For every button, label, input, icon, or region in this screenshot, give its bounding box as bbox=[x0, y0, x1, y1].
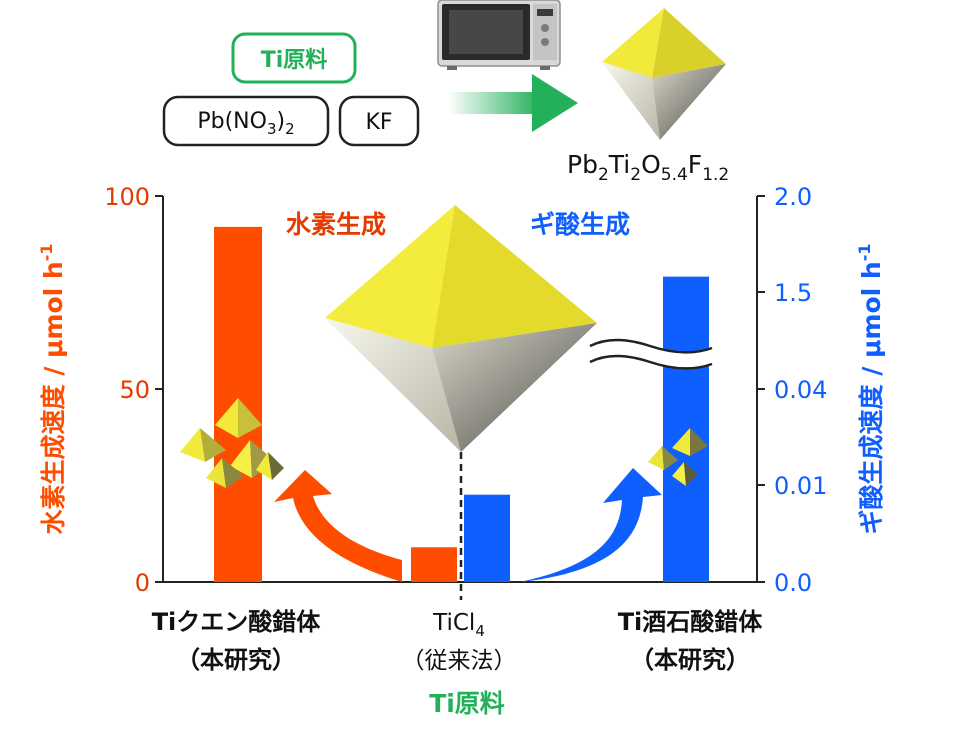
reagent-kf-box bbox=[338, 95, 420, 147]
green-arrow-icon bbox=[448, 74, 578, 132]
right-tick-label: 2.0 bbox=[774, 183, 812, 211]
reagent-pb-nitrate-box bbox=[162, 95, 330, 147]
category-labels: Tiクエン酸錯体 （本研究） TiCl4 （従来法） Ti酒石酸錯体 （本研究） bbox=[152, 608, 764, 674]
crystal-cluster-icon bbox=[180, 398, 284, 488]
category-sub-tartrate: （本研究） bbox=[630, 646, 750, 674]
right-tick-label: 0.0 bbox=[774, 569, 812, 597]
synthesis-scheme: Ti原料 Pb(NO3)2 KF Pb2Ti bbox=[162, 0, 729, 185]
category-label-ticl4: TiCl4 bbox=[432, 610, 485, 640]
h2-series-title: 水素生成 bbox=[286, 210, 386, 239]
left-tick-label: 50 bbox=[119, 376, 150, 404]
bar-h2-ticl4 bbox=[411, 547, 457, 582]
right-axis-ticks: 2.0 1.5 0.04 0.01 0.0 bbox=[757, 183, 827, 597]
octahedral-crystal-icon bbox=[602, 8, 726, 140]
right-tick-label: 1.5 bbox=[774, 279, 812, 307]
bar-formic-ticl4 bbox=[464, 494, 510, 582]
crystal-cluster-small-icon bbox=[648, 428, 708, 486]
bar-formic-tartrate bbox=[663, 276, 709, 582]
axis-break-mark bbox=[589, 338, 713, 370]
large-crystal-icon bbox=[325, 205, 597, 452]
right-axis-label: ギ酸生成速度 / μmol h-1 bbox=[855, 243, 886, 534]
left-axis-label: 水素生成速度 / μmol h-1 bbox=[37, 243, 68, 534]
x-axis-label: Ti原料 bbox=[429, 689, 505, 718]
microwave-oven-icon bbox=[437, 0, 561, 70]
category-sub-ticl4: （従来法） bbox=[402, 648, 517, 674]
chart: 0 50 100 2.0 1.5 0.04 0.01 0.0 水素生成速度 / … bbox=[37, 183, 886, 718]
reagent-kf: KF bbox=[365, 110, 392, 135]
product-formula: Pb2Ti2O5.4F1.2 bbox=[567, 150, 729, 185]
left-tick-label: 100 bbox=[104, 183, 150, 211]
right-tick-label: 0.01 bbox=[774, 472, 827, 500]
category-sub-citrate: （本研究） bbox=[176, 646, 296, 674]
left-tick-label: 0 bbox=[135, 569, 150, 597]
formic-series-title: ギ酸生成 bbox=[530, 210, 630, 239]
category-label-citrate: Tiクエン酸錯体 bbox=[152, 608, 322, 636]
curved-arrow-blue-icon bbox=[520, 468, 662, 582]
right-tick-label: 0.04 bbox=[774, 376, 827, 404]
reagent-pb-nitrate: Pb(NO3)2 bbox=[197, 109, 294, 138]
curved-arrow-orange-icon bbox=[274, 470, 402, 582]
category-label-tartrate: Ti酒石酸錯体 bbox=[618, 608, 764, 636]
left-axis-ticks: 0 50 100 bbox=[104, 183, 163, 597]
ti-source-badge-label: Ti原料 bbox=[261, 48, 328, 73]
ti-source-badge bbox=[231, 32, 357, 84]
